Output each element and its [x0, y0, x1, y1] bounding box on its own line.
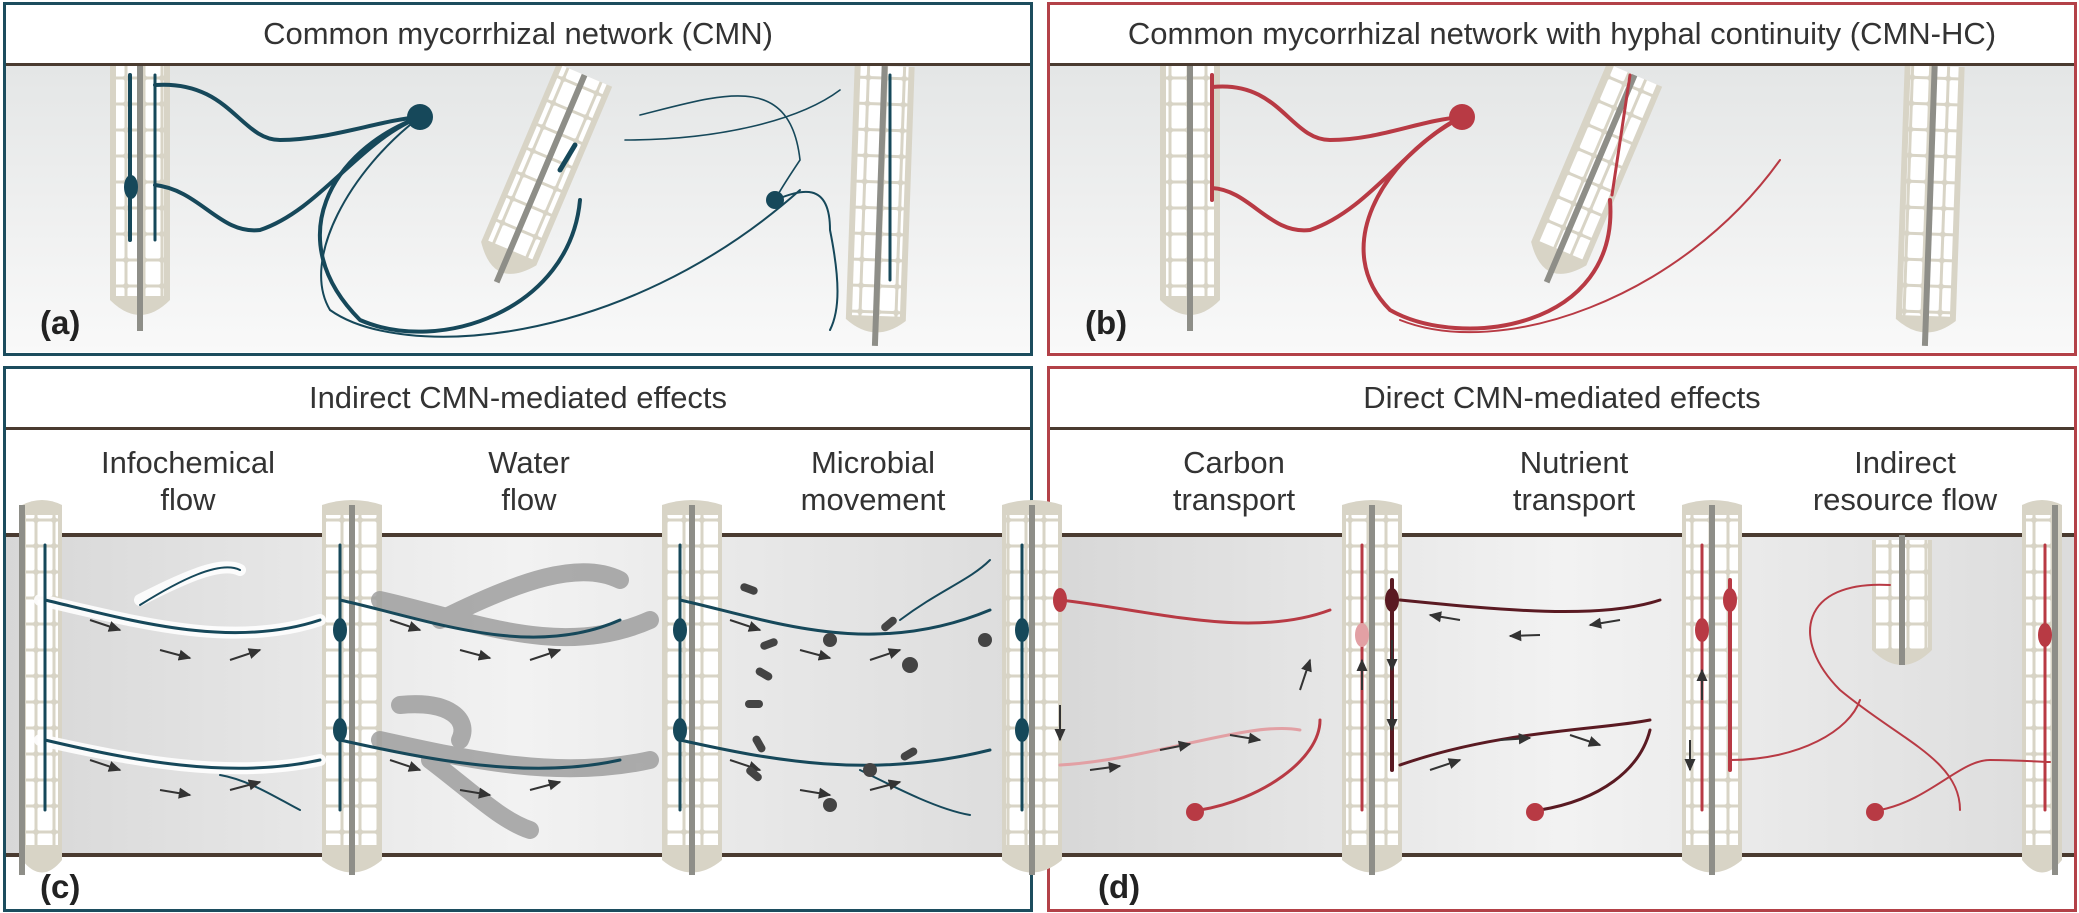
water-halo: [371, 563, 659, 839]
spore-a2: [766, 191, 784, 209]
panel-c-title: Indirect CMN-mediated effects: [6, 369, 1030, 430]
microbes: [740, 583, 992, 812]
vesicle-a1: [124, 175, 138, 199]
roots-c: [19, 500, 1062, 875]
vesicles-c: [333, 618, 1029, 742]
hyphae-a: [128, 73, 892, 338]
root-a3: [845, 65, 915, 347]
panel-d-label: (d): [1098, 868, 1141, 905]
root-a1: [110, 66, 170, 331]
root-b1: [1160, 66, 1220, 331]
panel-d-title: Direct CMN-mediated effects: [1050, 369, 2074, 430]
panel-a-title: Common mycorrhizal network (CMN): [6, 5, 1030, 66]
panel-c-label: (c): [40, 868, 81, 905]
root-a2: [481, 63, 613, 284]
flow-arrows-d: [1054, 611, 1708, 774]
flow-arrows-c: [89, 619, 902, 799]
root-b3: [1895, 65, 1965, 347]
spore-b1: [1449, 104, 1475, 130]
hyphae-b: [1210, 73, 1781, 334]
panel-a-label: (a): [40, 304, 81, 341]
spore-a1: [407, 104, 433, 130]
panel-b-label: (b): [1085, 304, 1128, 341]
root-b2: [1531, 63, 1663, 284]
panel-b-title: Common mycorrhizal network with hyphal c…: [1050, 5, 2074, 66]
nodes-d: [1053, 588, 2052, 821]
hyphae-c: [43, 543, 1024, 816]
